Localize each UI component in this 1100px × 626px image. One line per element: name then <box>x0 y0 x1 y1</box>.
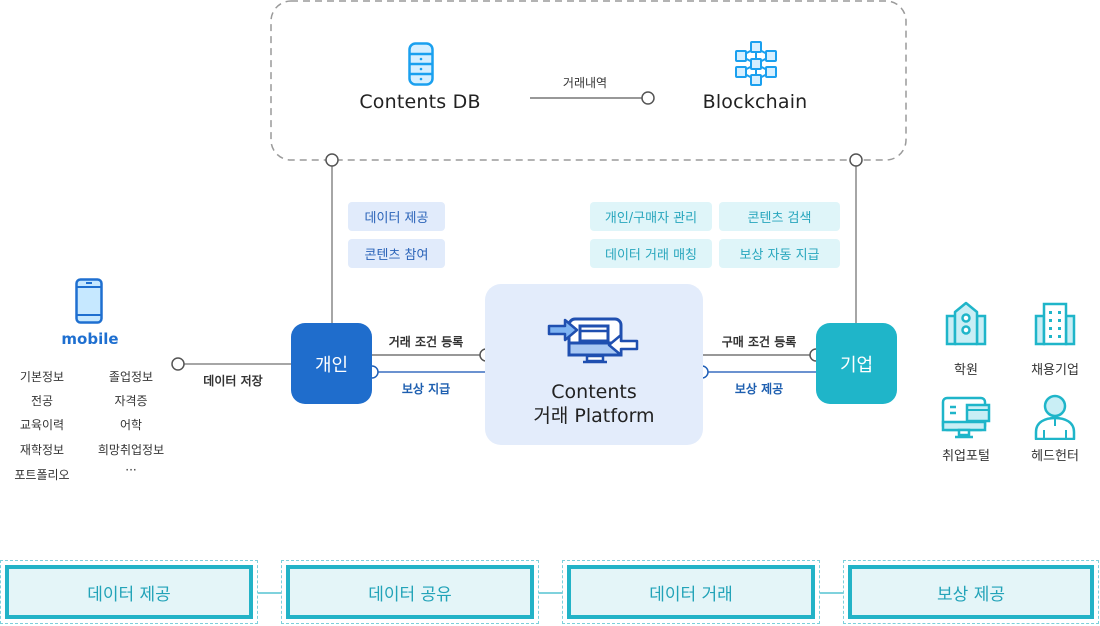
database-icon <box>408 42 434 86</box>
contents-db: Contents DB <box>345 40 495 120</box>
mobile-connector <box>171 357 185 371</box>
institution-job-portal: 취업포털 <box>931 394 1001 474</box>
data-store-label: 데이터 저장 <box>203 374 263 388</box>
feature-tag-content-participate: 콘텐츠 참여 <box>348 239 445 268</box>
person-storage-connector <box>325 153 339 167</box>
step-label: 데이터 제공 <box>5 565 253 619</box>
office-building-icon <box>1034 302 1076 346</box>
step-reward-provide: 보상 제공 <box>843 560 1099 624</box>
mobile-source: mobile <box>40 278 140 348</box>
institution-academy: 학원 <box>931 298 1001 378</box>
feature-tag-auto-reward: 보상 자동 지급 <box>719 239 840 268</box>
platform-title: Contents 거래 Platform <box>485 380 703 428</box>
mobile-info-item: 전공 <box>30 394 54 408</box>
company-storage-connector <box>849 153 863 167</box>
institution-label: 취업포털 <box>942 449 990 464</box>
person-label: 개인 <box>314 354 349 376</box>
platform-title-line2: 거래 Platform <box>533 405 655 427</box>
mobile-info-item: 졸업정보 <box>108 370 154 384</box>
mobile-label: mobile <box>61 330 119 348</box>
mobile-info-item: 자격증 <box>114 394 148 408</box>
mobile-info-item: 기본정보 <box>19 370 65 384</box>
feature-tag-data-provide: 데이터 제공 <box>348 202 445 231</box>
mobile-info-item: 교육이력 <box>19 418 65 432</box>
smartphone-icon <box>75 278 103 324</box>
purchase-condition-register-label: 구매 조건 등록 <box>721 335 797 349</box>
job-portal-monitor-icon <box>941 396 991 439</box>
company-node: 기업 <box>816 323 897 404</box>
institution-label: 헤드헌터 <box>1031 449 1079 464</box>
feature-tag-data-matching: 데이터 거래 매칭 <box>590 239 712 268</box>
feature-tag-content-search: 콘텐츠 검색 <box>719 202 840 231</box>
step-data-share: 데이터 공유 <box>281 560 539 624</box>
blockchain-label: Blockchain <box>702 91 808 113</box>
reward-provide-label: 보상 제공 <box>734 382 784 396</box>
person-node: 개인 <box>291 323 372 404</box>
step-label: 데이터 공유 <box>286 565 534 619</box>
step-label: 보상 제공 <box>848 565 1094 619</box>
platform-monitor-icon <box>547 317 639 364</box>
academy-building-icon <box>945 301 987 346</box>
institution-label: 채용기업 <box>1031 363 1079 378</box>
mobile-info-item: 재학정보 <box>19 443 65 457</box>
mobile-info-item: 희망취업정보 <box>97 443 165 457</box>
mobile-info-item: ··· <box>125 463 137 477</box>
institution-employer: 채용기업 <box>1020 298 1090 378</box>
blockchain: Blockchain <box>680 40 830 120</box>
feature-tag-buyer-management: 개인/구매자 관리 <box>590 202 712 231</box>
blockchain-network-icon <box>735 41 777 86</box>
company-label: 기업 <box>839 354 874 376</box>
db-chain-connector <box>641 91 655 105</box>
step-label: 데이터 거래 <box>567 565 815 619</box>
contents-db-label: Contents DB <box>359 91 481 113</box>
mobile-info-item: 어학 <box>119 418 143 432</box>
institution-label: 학원 <box>954 363 978 378</box>
platform-title-line1: Contents <box>551 381 637 403</box>
step-data-trade: 데이터 거래 <box>562 560 820 624</box>
storage-dashed-box <box>270 0 907 161</box>
mobile-info-item: 포트폴리오 <box>14 468 70 482</box>
institution-headhunter: 헤드헌터 <box>1020 394 1090 474</box>
step-data-provide: 데이터 제공 <box>0 560 258 624</box>
reward-payment-label: 보상 지급 <box>401 382 451 396</box>
transaction-history-label: 거래내역 <box>562 76 608 90</box>
contents-platform: Contents 거래 Platform <box>485 284 703 445</box>
trade-condition-register-label: 거래 조건 등록 <box>388 335 464 349</box>
headhunter-person-icon <box>1034 394 1076 440</box>
